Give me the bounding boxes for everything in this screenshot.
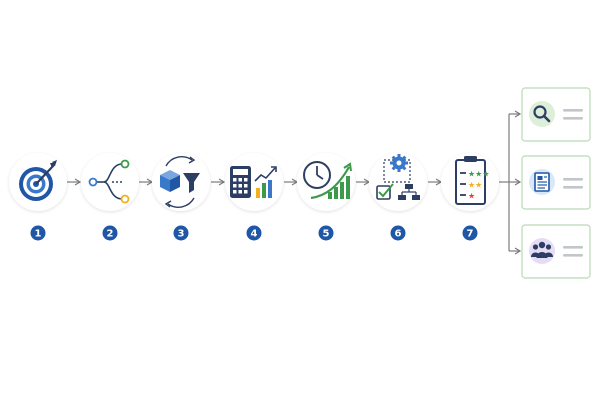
step-4-number: 4 bbox=[251, 229, 258, 240]
step-7-badge bbox=[462, 225, 478, 241]
svg-text:★: ★ bbox=[468, 192, 475, 201]
step-6-number: 6 bbox=[395, 229, 402, 240]
step-2: 2 bbox=[81, 153, 139, 241]
output-card-search bbox=[521, 87, 591, 142]
step-2-number: 2 bbox=[107, 229, 114, 240]
clock-rising-bars-icon bbox=[303, 161, 352, 200]
step-6-badge bbox=[390, 225, 406, 241]
step-2-badge bbox=[102, 225, 118, 241]
step-6: 6 bbox=[369, 153, 427, 241]
output-card-2-frame bbox=[521, 155, 591, 210]
svg-text:★★★: ★★★ bbox=[468, 170, 490, 179]
team-people-icon bbox=[531, 241, 553, 258]
step-1-number: 1 bbox=[35, 229, 42, 240]
step-3-circle bbox=[152, 153, 210, 211]
magnifier-icon bbox=[533, 105, 551, 123]
document-report-icon bbox=[534, 172, 550, 192]
step-4-badge bbox=[246, 225, 262, 241]
clipboard-rating-stars-icon: ★★★ ★★ ★ bbox=[455, 156, 490, 205]
step-3-number: 3 bbox=[178, 229, 185, 240]
step-5-number: 5 bbox=[323, 229, 330, 240]
step-1: 1 bbox=[9, 153, 67, 241]
package-cycle-filter-icon bbox=[160, 156, 200, 208]
step-7: ★★★ ★★ ★ 7 bbox=[441, 153, 499, 241]
output-card-1-frame bbox=[521, 87, 591, 142]
output-card-3-frame bbox=[521, 224, 591, 279]
output-branch-bracket bbox=[508, 110, 522, 255]
output-card-2-text-lines bbox=[563, 178, 583, 189]
branching-flow-icon bbox=[88, 159, 130, 204]
step-4: 4 bbox=[225, 153, 283, 241]
output-card-3-text-lines bbox=[563, 246, 583, 257]
calculator-growth-chart-icon bbox=[230, 166, 277, 198]
svg-text:★★: ★★ bbox=[468, 181, 482, 190]
output-card-team bbox=[521, 224, 591, 279]
step-7-number: 7 bbox=[467, 229, 474, 240]
gear-checkbox-hierarchy-icon bbox=[376, 154, 420, 200]
step-5-badge bbox=[318, 225, 334, 241]
output-card-1-bubble bbox=[529, 101, 555, 127]
step-3-badge bbox=[173, 225, 189, 241]
step-3: 3 bbox=[152, 153, 210, 241]
step-5: 5 bbox=[297, 153, 355, 241]
target-dart-icon bbox=[19, 160, 57, 201]
output-card-report bbox=[521, 155, 591, 210]
output-card-1-text-lines bbox=[563, 109, 583, 120]
step-1-badge bbox=[30, 225, 46, 241]
